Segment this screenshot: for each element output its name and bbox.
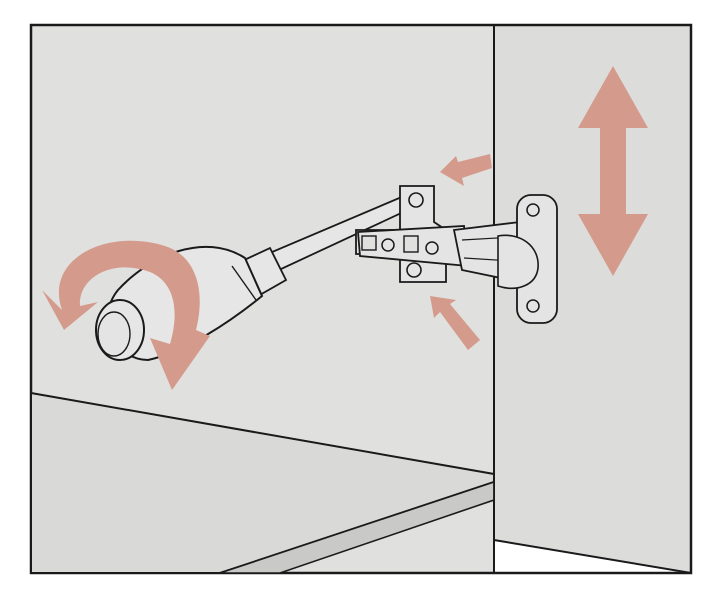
- cabinet-hinge: [355, 185, 558, 324]
- vertical-double-arrow-icon: [578, 66, 648, 276]
- rotate-arrow-icon: [42, 240, 210, 390]
- plate-screw-bottom: [406, 262, 422, 278]
- door-hinge-cup: [497, 234, 539, 290]
- arm-slot-1: [361, 235, 377, 251]
- adjustment-arrows: [42, 66, 648, 390]
- door-plate-screw-bottom: [526, 299, 540, 313]
- plate-screw-top: [408, 192, 424, 208]
- push-arrow-icon: [430, 296, 480, 350]
- arm-slot-2: [403, 235, 419, 253]
- arm-screw-2: [425, 241, 439, 255]
- push-arrow-icon: [440, 154, 492, 186]
- outer-frame: [29, 23, 693, 575]
- screwdriver: [95, 194, 414, 362]
- arm-screw-1: [381, 238, 395, 252]
- door-plate-screw-top: [526, 203, 540, 217]
- handle-end-cap-face: [97, 311, 131, 357]
- handle-groove: [231, 265, 257, 301]
